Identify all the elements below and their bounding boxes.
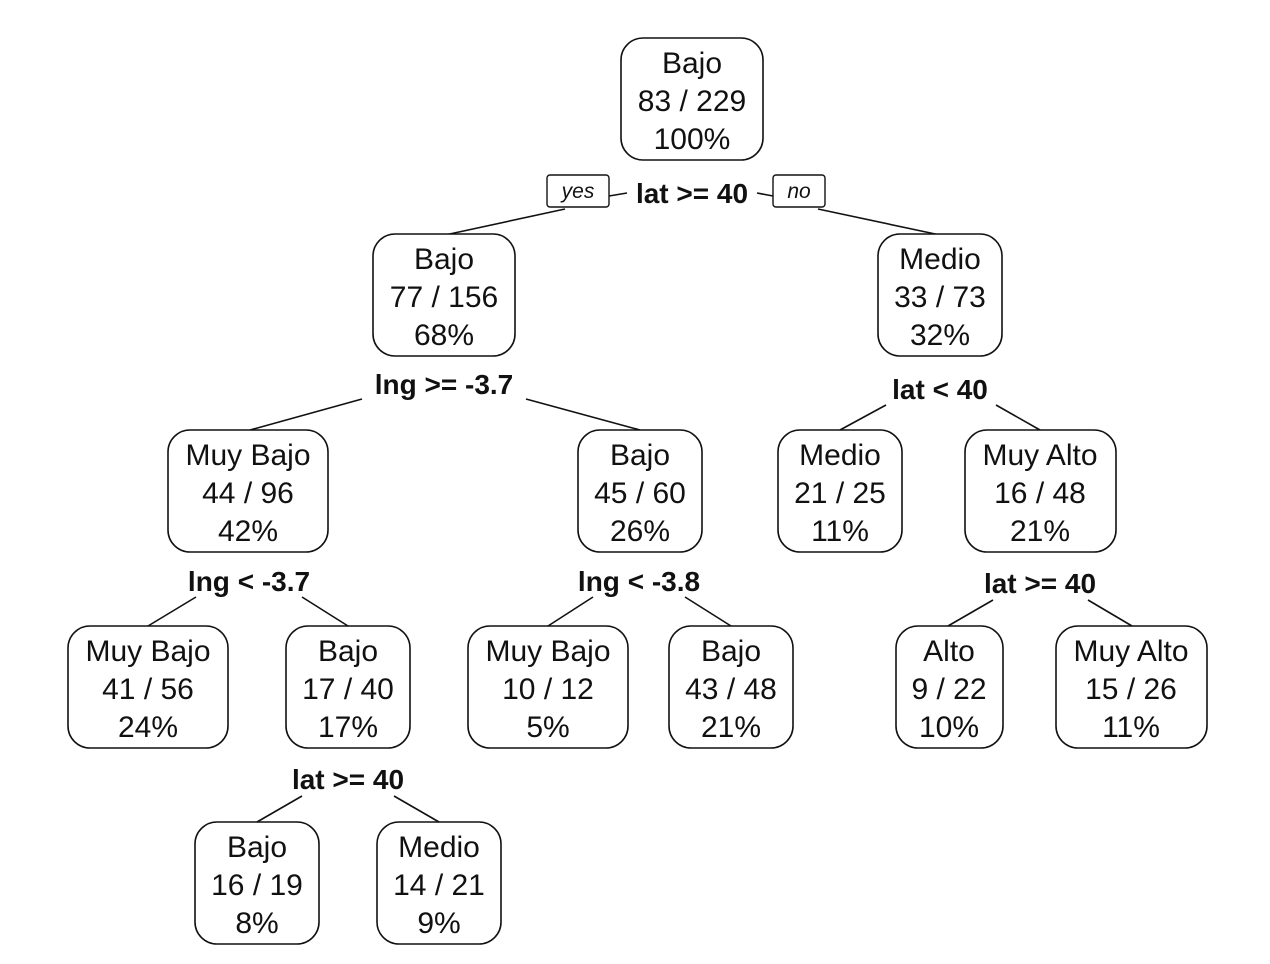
- node-count: 16 / 19: [211, 869, 303, 902]
- edge-n4-right: [301, 596, 349, 627]
- node-class: Medio: [799, 439, 881, 472]
- node-n5: Bajo 45 / 60 26%: [577, 429, 703, 553]
- edge-n2-left: [249, 398, 363, 431]
- node-count: 15 / 26: [1085, 673, 1177, 706]
- edge-n4-left: [147, 596, 197, 627]
- node-n9: Bajo 17 / 40 17%: [285, 625, 411, 749]
- node-percent: 9%: [417, 907, 460, 940]
- node-count: 33 / 73: [894, 281, 986, 314]
- node-class: Bajo: [662, 47, 722, 80]
- node-percent: 11%: [811, 515, 869, 548]
- split-label-n2: lng >= -3.7: [375, 369, 514, 400]
- node-count: 43 / 48: [685, 673, 777, 706]
- edge-n2-right: [525, 398, 641, 431]
- edge-root-right: [817, 208, 941, 236]
- node-count: 83 / 229: [638, 85, 746, 118]
- node-percent: 32%: [910, 319, 970, 352]
- tree-edges: [147, 192, 1133, 823]
- node-percent: 10%: [919, 711, 979, 744]
- node-n10: Muy Bajo 10 / 12 5%: [467, 625, 629, 749]
- split-label-n7: lat >= 40: [984, 568, 1096, 599]
- node-n15: Muy Alto 15 / 26 11%: [1055, 625, 1208, 749]
- edge-n3-left: [839, 404, 887, 431]
- node-class: Bajo: [610, 439, 670, 472]
- edge-n5-right: [684, 596, 732, 627]
- node-class: Muy Bajo: [485, 635, 610, 668]
- node-class: Muy Bajo: [185, 439, 310, 472]
- node-count: 10 / 12: [502, 673, 594, 706]
- edge-root-left: [444, 208, 566, 236]
- edge-root-no-tag: [756, 192, 774, 197]
- node-count: 41 / 56: [102, 673, 194, 706]
- edge-n7-left: [947, 599, 994, 627]
- edge-n5-left: [547, 596, 594, 627]
- node-percent: 5%: [526, 711, 569, 744]
- node-percent: 17%: [318, 711, 378, 744]
- node-root: Bajo 83 / 229 100%: [620, 37, 764, 161]
- node-class: Alto: [923, 635, 975, 668]
- node-class: Bajo: [414, 243, 474, 276]
- node-percent: 26%: [610, 515, 670, 548]
- node-n8: Muy Bajo 41 / 56 24%: [67, 625, 229, 749]
- split-label-root: lat >= 40: [636, 178, 748, 209]
- node-percent: 8%: [235, 907, 278, 940]
- yes-tag-label: yes: [560, 180, 595, 203]
- edge-root-yes-tag: [608, 192, 628, 197]
- node-class: Muy Alto: [1073, 635, 1188, 668]
- split-label-n4: lng < -3.7: [188, 566, 310, 597]
- node-class: Muy Bajo: [85, 635, 210, 668]
- no-tag-label: no: [787, 180, 811, 203]
- node-n7: Muy Alto 16 / 48 21%: [964, 429, 1117, 553]
- node-count: 21 / 25: [794, 477, 886, 510]
- node-percent: 42%: [218, 515, 278, 548]
- node-percent: 21%: [701, 711, 761, 744]
- node-class: Muy Alto: [982, 439, 1097, 472]
- yes-tag: yes: [546, 174, 610, 208]
- node-percent: 11%: [1102, 711, 1160, 744]
- node-percent: 21%: [1010, 515, 1070, 548]
- edge-n9-left: [256, 795, 303, 823]
- node-percent: 24%: [118, 711, 178, 744]
- split-label-n5: lng < -3.8: [578, 566, 700, 597]
- edge-n9-right: [393, 795, 440, 823]
- node-count: 9 / 22: [911, 673, 986, 706]
- node-count: 45 / 60: [594, 477, 686, 510]
- node-n2: Bajo 77 / 156 68%: [372, 233, 516, 357]
- node-class: Bajo: [318, 635, 378, 668]
- node-n3: Medio 33 / 73 32%: [877, 233, 1003, 357]
- node-class: Bajo: [227, 831, 287, 864]
- node-n4: Muy Bajo 44 / 96 42%: [167, 429, 329, 553]
- node-percent: 100%: [654, 123, 731, 156]
- node-class: Bajo: [701, 635, 761, 668]
- node-count: 14 / 21: [393, 869, 485, 902]
- no-tag: no: [772, 174, 826, 208]
- node-n14: Alto 9 / 22 10%: [895, 625, 1004, 749]
- node-count: 77 / 156: [390, 281, 498, 314]
- node-n19: Medio 14 / 21 9%: [376, 821, 502, 945]
- node-n18: Bajo 16 / 19 8%: [194, 821, 320, 945]
- edge-n7-right: [1087, 599, 1133, 627]
- node-count: 16 / 48: [994, 477, 1086, 510]
- node-class: Medio: [398, 831, 480, 864]
- node-percent: 68%: [414, 319, 474, 352]
- node-n6: Medio 21 / 25 11%: [777, 429, 903, 553]
- node-count: 44 / 96: [202, 477, 294, 510]
- node-n11: Bajo 43 / 48 21%: [668, 625, 794, 749]
- node-count: 17 / 40: [302, 673, 394, 706]
- split-label-n3: lat < 40: [892, 374, 988, 405]
- node-class: Medio: [899, 243, 981, 276]
- edge-n3-right: [995, 404, 1041, 431]
- split-label-n9: lat >= 40: [292, 764, 404, 795]
